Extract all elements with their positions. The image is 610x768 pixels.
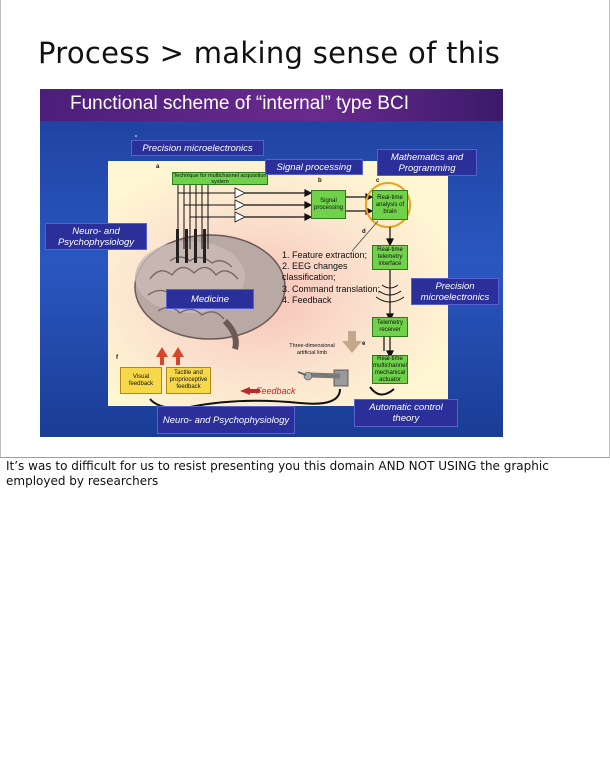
box-visual-feedback: Visual feedback [120,367,162,394]
slide-caption: It’s was to difficult for us to resist p… [0,457,610,489]
step-2: 2. EEG changes classification; [282,261,348,283]
box-telemetry-receiver: Telemetry receiver [372,317,408,337]
feedback-label: Feedback [256,386,296,396]
tag-signal-processing: Signal processing [265,159,363,175]
tag-neuro-left: Neuro- and Psychophysiology [45,223,147,250]
bci-figure: Functional scheme of “internal” type BCI [40,89,503,437]
letter-e: e [362,341,366,347]
letter-a: a [156,164,160,170]
letter-d: d [362,229,366,235]
step-4: 4. Feedback [282,294,332,305]
processing-steps: 1. Feature extraction; 2. EEG changes cl… [282,250,382,306]
box-telemetry-interface: Real-time telemetry interface [372,245,408,270]
slide: Process > making sense of this Functiona… [0,0,610,457]
box-signal-processing: Signal processing [311,190,346,219]
figure-header: Functional scheme of “internal” type BCI [40,89,503,121]
letter-f: f [116,355,118,361]
step-3: 3. Command translation; [282,283,381,294]
artificial-limb-illustration [297,369,349,387]
tag-precision-microelectronics-top: Precision microelectronics [131,140,264,156]
box-technique: Technique for multichannel acquisition s… [172,172,268,185]
tag-precision-microelectronics-right: Precision microelectronics [411,278,499,305]
step-1: 1. Feature extraction; [282,250,368,260]
slide-title: Process > making sense of this [38,36,501,70]
diagram-graphics [134,135,415,409]
tag-medicine: Medicine [166,289,254,309]
limb-label: Three-dimensional artificial limb [289,343,335,356]
letter-b: b [318,178,322,184]
tag-neuro-bottom: Neuro- and Psychophysiology [157,406,295,434]
figure-title: Functional scheme of “internal” type BCI [70,93,409,114]
tag-mathematics-programming: Mathematics and Programming [377,149,477,176]
tag-automatic-control: Automatic control theory [354,399,458,427]
letter-c: c [376,178,380,184]
box-mechanical-actuator: Real-time multichannel mechanical actuat… [372,355,408,384]
box-tactile-feedback: Tactile and proprioceptive feedback [166,367,211,394]
box-realtime-analysis: Real-time analysis of brain [372,190,408,220]
